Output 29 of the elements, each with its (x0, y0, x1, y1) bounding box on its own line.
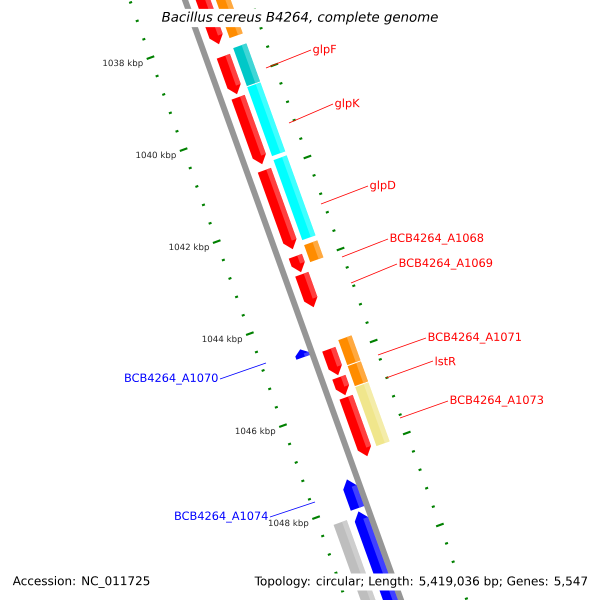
gene-label: glpK (335, 98, 360, 110)
leader-line (400, 400, 448, 418)
genome-info-text: Topology: circular; Length: 5,419,036 bp; Genes: 5,547 (252, 574, 591, 590)
leader-line (288, 104, 334, 124)
gene-label: BCB4264_A1069 (400, 258, 492, 270)
leader-line (350, 264, 398, 284)
tick-label: 1046 kbp (236, 427, 276, 436)
tick-label: 1044 kbp (202, 335, 242, 344)
leader-line (270, 502, 316, 518)
gene-label: glpF (313, 44, 336, 56)
leader-line (266, 50, 312, 68)
leader-line (320, 186, 368, 204)
tick-label: 1042 kbp (170, 243, 209, 252)
gene-label: lstR (436, 356, 456, 366)
tick-label: 1048 kbp (268, 519, 308, 528)
leader-line (342, 238, 388, 258)
gene-label: BCB4264_A1074 (175, 511, 268, 523)
accession-text: Accession: NC_011725 (12, 576, 150, 588)
leader-line (386, 360, 434, 378)
leader-line (220, 362, 266, 380)
gene-label: BCB4264_A1068 (390, 233, 484, 245)
leader-line (378, 338, 426, 356)
gene-label: glpD (370, 180, 396, 192)
tick-label: 1040 kbp (136, 151, 176, 160)
title: Bacillus cereus B4264, complete genome (158, 8, 442, 28)
tick-label: 1038 kbp (103, 59, 143, 68)
gene-label: BCB4264_A1071 (428, 332, 521, 344)
gene-label: BCB4264_A1073 (450, 395, 544, 407)
gene-label: BCB4264_A1070 (125, 373, 218, 385)
